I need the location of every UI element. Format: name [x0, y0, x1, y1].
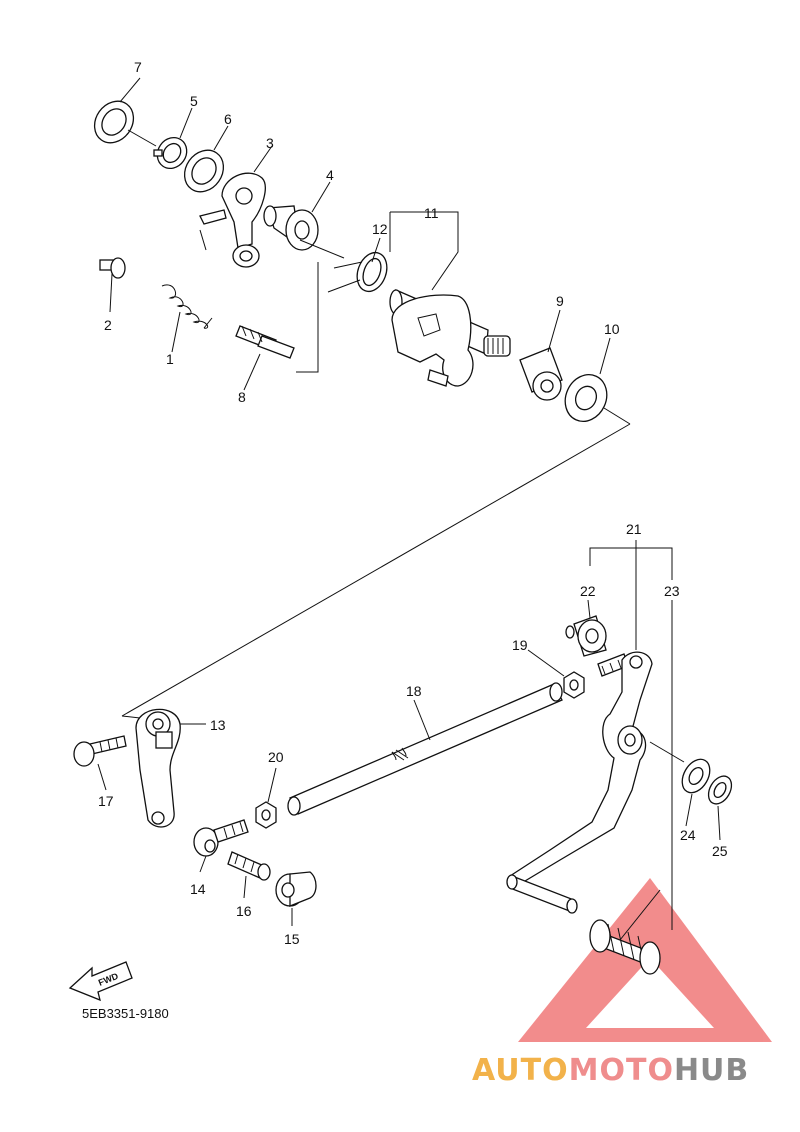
leader-lines-lower	[97, 540, 721, 941]
part-label-12: 12	[372, 221, 388, 237]
part-8-bolt	[235, 325, 295, 359]
part-label-11: 11	[424, 205, 439, 221]
part-label-17: 17	[98, 793, 114, 809]
part-10-oil-seal	[564, 374, 608, 422]
part-label-14: 14	[190, 881, 206, 897]
part-9-bushing	[519, 347, 563, 401]
svg-text:AUTOMOTOHUB: AUTOMOTOHUB	[472, 1053, 749, 1088]
part-label-3: 3	[266, 135, 274, 151]
part-2-pin	[99, 257, 126, 279]
fwd-arrow-icon: FWD	[68, 961, 133, 1002]
part-label-21: 21	[626, 521, 642, 537]
part-label-1: 1	[166, 351, 174, 367]
part-numbers: 1 2 3 4 5 6 7 8 9 10 11 12 13 14 15 16 1…	[98, 59, 728, 947]
part-23-shift-pedal	[506, 651, 653, 914]
part-5-circlip	[153, 136, 188, 170]
part-label-9: 9	[556, 293, 564, 309]
watermark-moto: MOTO	[569, 1053, 674, 1088]
part-label-10: 10	[604, 321, 620, 337]
part-17-bolt	[73, 735, 127, 767]
part-label-22: 22	[580, 583, 596, 599]
part-label-8: 8	[238, 389, 246, 405]
part-label-7: 7	[134, 59, 142, 75]
part-label-25: 25	[712, 843, 728, 859]
part-label-2: 2	[104, 317, 112, 333]
part-12-spring	[327, 251, 388, 293]
part-label-20: 20	[268, 749, 284, 765]
part-label-13: 13	[210, 717, 226, 733]
part-label-6: 6	[224, 111, 232, 127]
part-label-15: 15	[284, 931, 300, 947]
part-14-joint	[193, 819, 249, 857]
part-label-16: 16	[236, 903, 252, 919]
leader-lines-upper	[109, 77, 631, 717]
part-label-24: 24	[680, 827, 696, 843]
part-label-19: 19	[512, 637, 528, 653]
part-label-5: 5	[190, 93, 198, 109]
watermark-logo: AUTOMOTOHUB	[472, 1053, 749, 1088]
part-1-spring	[161, 284, 213, 329]
part-13-shift-arm	[135, 708, 181, 828]
part-7-washer	[93, 100, 135, 144]
part-22-joint	[565, 615, 607, 657]
part-11-shift-shaft	[389, 289, 511, 387]
watermark-auto: AUTO	[472, 1053, 569, 1088]
part-label-4: 4	[326, 167, 334, 183]
part-15-cap	[275, 871, 317, 907]
part-16-bolt	[227, 851, 271, 881]
watermark-hub: HUB	[674, 1053, 749, 1088]
part-label-23: 23	[664, 583, 680, 599]
part-20-nut	[255, 801, 277, 829]
part-6-washer	[183, 149, 225, 193]
pedal-rubber	[589, 919, 661, 975]
part-4-collar	[263, 205, 319, 251]
part-18-shift-rod	[287, 682, 563, 816]
part-25-circlip	[707, 775, 733, 805]
part-3-stopper-lever	[199, 172, 266, 268]
part-19-nut	[563, 671, 585, 699]
part-label-18: 18	[406, 683, 422, 699]
drawing-code: 5EB3351-9180	[82, 1006, 169, 1021]
part-24-washer	[681, 758, 711, 794]
